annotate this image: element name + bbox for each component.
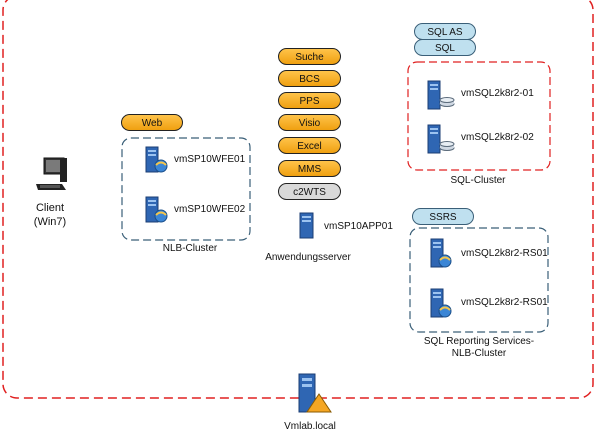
service-pill-visio: Visio xyxy=(278,114,341,131)
database-server-icon xyxy=(427,80,455,110)
service-pill-mms: MMS xyxy=(278,160,341,177)
database-server-icon xyxy=(427,124,455,154)
domain-controller-icon xyxy=(298,373,332,413)
sql-cluster-box xyxy=(407,61,551,171)
sql-role-pill: SQL xyxy=(414,39,476,56)
client-os: (Win7) xyxy=(33,216,67,228)
web-server-1-label: vmSP10WFE01 xyxy=(174,154,246,165)
server-icon xyxy=(430,238,452,268)
server-icon xyxy=(299,212,314,239)
service-pill-bcs: BCS xyxy=(278,70,341,87)
sql-server-1-label: vmSQL2k8r2-01 xyxy=(461,88,534,99)
sql-server-2-label: vmSQL2k8r2-02 xyxy=(461,132,534,143)
ssrs-cluster-label-line1: SQL Reporting Services- xyxy=(423,336,535,347)
server-icon xyxy=(145,196,168,223)
web-cluster-label: NLB-Cluster xyxy=(162,243,218,254)
web-role-pill: Web xyxy=(121,114,183,131)
ssrs-cluster-label-line2: NLB-Cluster xyxy=(451,348,507,359)
app-server-label: vmSP10APP01 xyxy=(324,221,393,232)
service-pill-c2wts: c2WTS xyxy=(278,183,341,200)
sql-cluster-label: SQL-Cluster xyxy=(450,175,506,186)
domain-label: Vmlab.local xyxy=(284,421,336,432)
web-cluster-box xyxy=(121,137,251,241)
web-server-2-label: vmSP10WFE02 xyxy=(174,204,246,215)
ssrs-role-pill: SSRS xyxy=(412,208,474,225)
client-pc-icon xyxy=(36,157,67,190)
service-pill-pps: PPS xyxy=(278,92,341,109)
server-icon xyxy=(145,146,168,173)
ssrs-server-1-label: vmSQL2k8r2-RS01 xyxy=(461,248,548,259)
server-icon xyxy=(430,288,452,318)
service-pill-suche: Suche xyxy=(278,48,341,65)
sql-as-role-pill: SQL AS xyxy=(414,23,476,40)
client-name: Client xyxy=(35,202,65,214)
domain-boundary xyxy=(2,0,594,399)
ssrs-server-2-label: vmSQL2k8r2-RS01 xyxy=(461,297,548,308)
service-pill-excel: Excel xyxy=(278,137,341,154)
app-caption: Anwendungsserver xyxy=(265,252,351,263)
ssrs-cluster-box xyxy=(409,227,549,333)
